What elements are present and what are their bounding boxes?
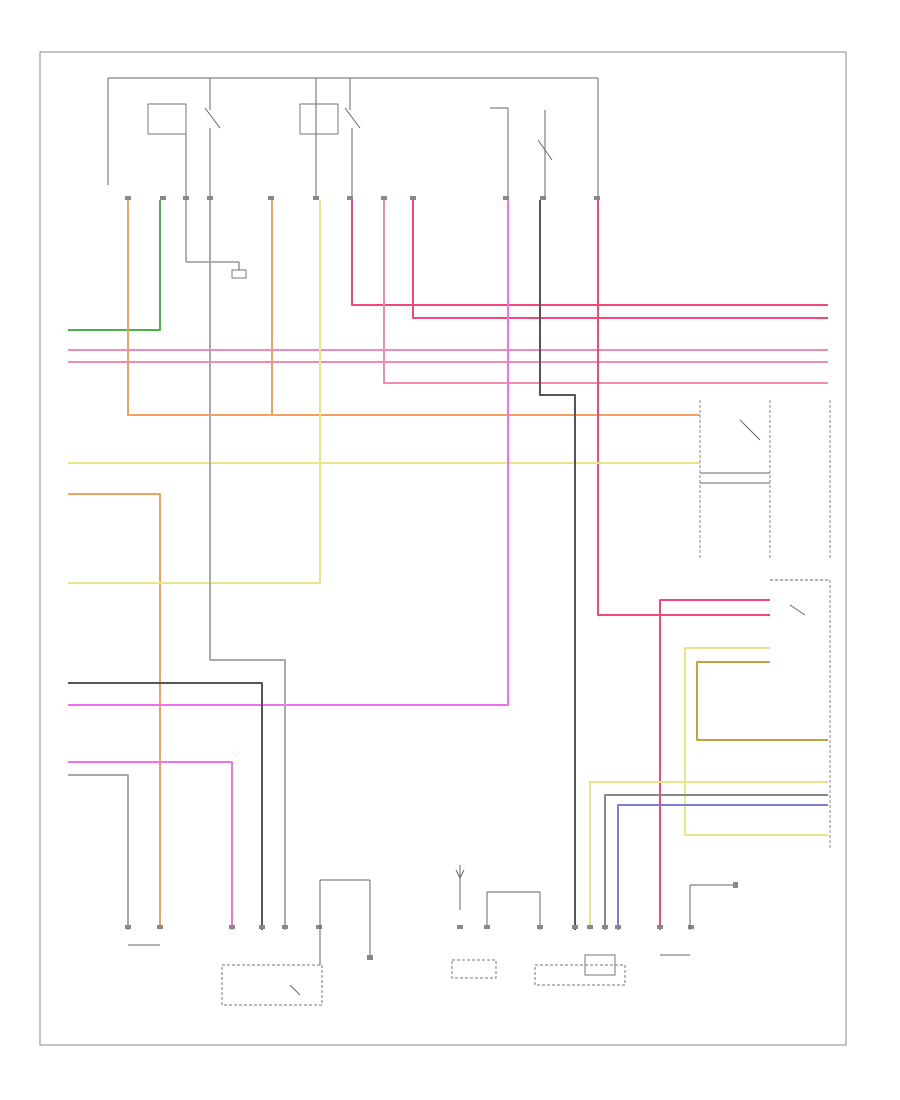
wire-blue (617, 804, 828, 930)
wire-red-1 (351, 200, 828, 306)
wire-green (68, 200, 161, 331)
wire-dark-2 (539, 200, 576, 930)
wire-dark (68, 682, 263, 930)
wire-magenta-2 (68, 761, 233, 930)
wire-orange-1 (127, 200, 700, 416)
relay-2 (299, 103, 361, 200)
top-connectors (125, 196, 600, 200)
wire-blue-gray (604, 794, 828, 930)
wire-yellow-3 (684, 647, 828, 836)
wire-yellow-2 (68, 200, 321, 584)
wire-red-4 (659, 599, 770, 930)
diagram-border (39, 51, 847, 1046)
bottom-right-component (657, 882, 738, 956)
bottom-left-component (125, 925, 163, 946)
wire-yellow-4 (589, 781, 828, 930)
wire-red-2 (412, 200, 828, 319)
wire-gray (209, 200, 286, 930)
switch-right (490, 107, 553, 200)
center-right-component (534, 925, 626, 986)
wire-orange-3 (68, 493, 161, 925)
center-component (451, 865, 541, 979)
center-left-component (221, 879, 373, 1006)
right-module (699, 400, 831, 850)
wire-gray-2 (68, 774, 129, 930)
wire-magenta-1 (68, 200, 509, 706)
relay-1 (147, 103, 221, 200)
wire-pink-3 (383, 200, 828, 384)
ground-connector-top (231, 269, 247, 279)
power-bus (107, 77, 599, 200)
wire-tan (696, 661, 828, 741)
wire-red-3 (597, 200, 770, 616)
